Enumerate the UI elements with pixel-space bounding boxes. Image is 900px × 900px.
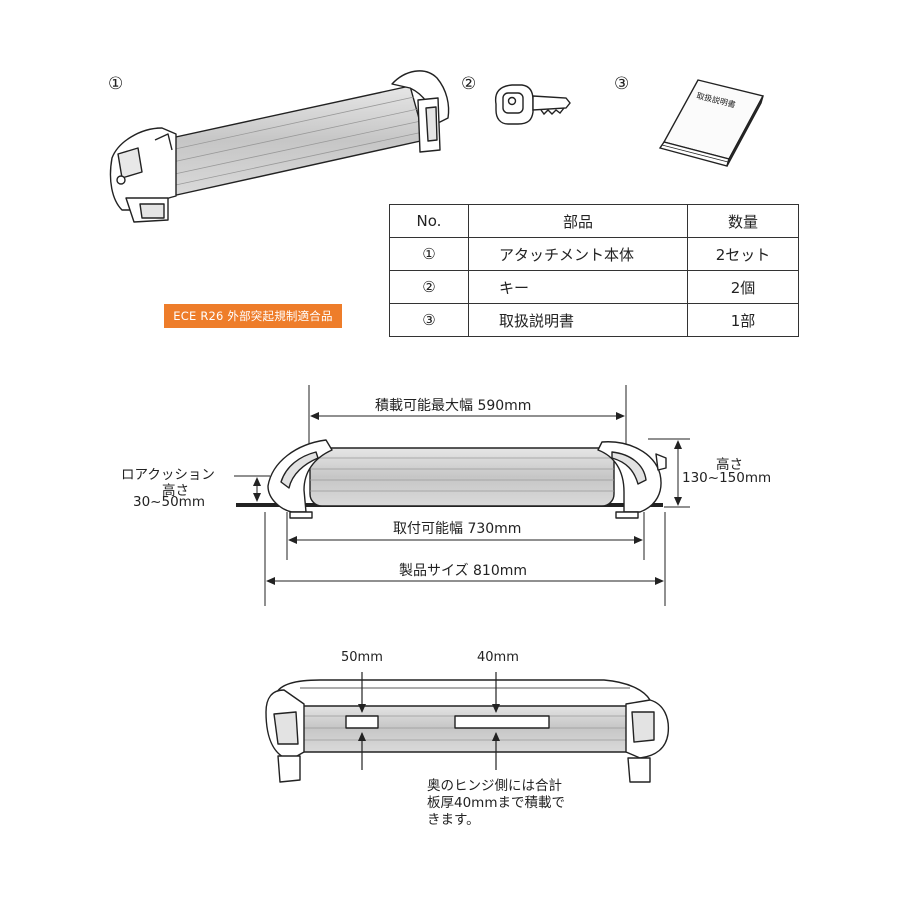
header-no: No. (389, 204, 469, 238)
slot-arrows (358, 672, 500, 770)
header-part: 部品 (468, 204, 688, 238)
ece-r26-badge: ECE R26 外部突起規制適合品 (164, 304, 342, 328)
table-row: ③ 取扱説明書 1部 (389, 303, 799, 337)
low-cushion-label: ロアクッション (118, 463, 218, 483)
low-cushion-value: 30~50mm (133, 494, 205, 510)
row-part: 取扱説明書 (468, 303, 688, 337)
row-qty: 2個 (687, 270, 799, 304)
mount-width-label: 取付可能幅 730mm (390, 518, 525, 538)
height-label: 高さ (713, 453, 746, 473)
low-cushion-height-label: 高さ (162, 483, 189, 499)
hinge-note-line: 板厚40mmまで積載で (427, 795, 565, 811)
slot-40mm-label: 40mm (474, 650, 522, 665)
height-value: 130~150mm (679, 470, 775, 486)
table-row: ② キー 2個 (389, 270, 799, 304)
row-no: ② (389, 270, 469, 304)
manual-booklet-icon (658, 79, 765, 167)
row-qty: 2セット (687, 237, 799, 271)
key-icon (494, 84, 571, 125)
top-view-product (265, 679, 670, 783)
parts-table: No. 部品 数量 ① アタッチメント本体 2セット ② キー 2個 ③ 取扱説… (389, 204, 799, 337)
attachment-body-illustration (109, 70, 450, 223)
product-size-label: 製品サイズ 810mm (396, 560, 531, 580)
table-row: ① アタッチメント本体 2セット (389, 237, 799, 271)
header-qty: 数量 (687, 204, 799, 238)
slot-50mm-label: 50mm (338, 650, 386, 665)
item-number-3: ③ (614, 74, 630, 94)
row-part: キー (468, 270, 688, 304)
hinge-note: 奥のヒンジ側には合計 板厚40mmまで積載で きます。 (427, 778, 565, 829)
row-qty: 1部 (687, 303, 799, 337)
hinge-note-line: 奥のヒンジ側には合計 (427, 778, 562, 794)
row-part: アタッチメント本体 (468, 237, 688, 271)
item-number-1: ① (108, 74, 124, 94)
front-view-product (236, 439, 667, 519)
hinge-note-line: きます。 (427, 812, 480, 828)
table-header-row: No. 部品 数量 (389, 204, 799, 238)
max-load-width-label: 積載可能最大幅 590mm (372, 395, 535, 415)
row-no: ③ (389, 303, 469, 337)
item-number-2: ② (461, 74, 477, 94)
dimension-lines (234, 385, 690, 606)
row-no: ① (389, 237, 469, 271)
